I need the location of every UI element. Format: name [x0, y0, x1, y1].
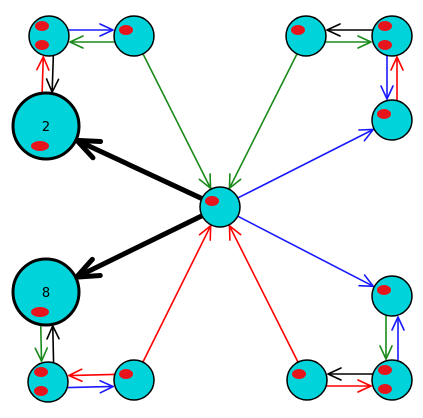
- arrow-tr_c-to-tr_b: [390, 56, 404, 101]
- arrow-tl_big-to-tl_a: [36, 56, 50, 94]
- token-bl_b-1: [119, 369, 133, 379]
- token-bl_big-1: [31, 307, 49, 317]
- node-tr_b[interactable]: [371, 15, 413, 57]
- token-tr_a-1: [291, 25, 305, 35]
- token-tl_big-1: [31, 141, 49, 151]
- arrow-tl_b-to-tl_a: [69, 35, 115, 49]
- arrow-tr_b-to-tr_c: [380, 55, 394, 100]
- node-tr_a[interactable]: [285, 15, 327, 57]
- arrow-tr_b-to-tr_a: [326, 23, 373, 37]
- node-bl_big[interactable]: 8: [11, 257, 81, 327]
- token-bl_a-2: [34, 386, 48, 396]
- arrow-center-to-tl_big: [74, 137, 205, 202]
- node-tr_c[interactable]: [371, 99, 413, 141]
- arrow-bl_b-to-center: [142, 225, 212, 363]
- arrow-br_c-to-center: [228, 224, 299, 363]
- token-tr_b-2: [378, 40, 392, 50]
- arrow-tl_a-to-tl_b: [68, 23, 114, 37]
- node-bl_b[interactable]: [113, 359, 155, 401]
- token-tr_b-1: [378, 21, 392, 31]
- node-br_b[interactable]: [371, 359, 413, 401]
- node-tl_big[interactable]: 2: [11, 91, 81, 161]
- token-br_c-1: [292, 369, 306, 379]
- arrow-br_a-to-br_b: [379, 315, 393, 360]
- node-br_c[interactable]: [286, 359, 328, 401]
- arrow-br_b-to-br_a: [391, 316, 405, 361]
- node-bl_a[interactable]: [27, 361, 69, 403]
- node-br_a[interactable]: [371, 275, 413, 317]
- token-tl_a-2: [35, 40, 49, 50]
- node-tl_b[interactable]: [113, 15, 155, 57]
- token-tl_b-1: [119, 25, 133, 35]
- arrow-center-to-tr_c: [237, 128, 375, 199]
- node-label-tl_big: 2: [42, 120, 50, 135]
- arrow-bl_a-to-bl_big: [46, 325, 60, 363]
- node-label-bl_big: 8: [42, 286, 50, 301]
- token-br_a-1: [377, 285, 391, 295]
- arrow-br_b-to-br_c: [327, 367, 373, 381]
- node-center[interactable]: [199, 186, 241, 228]
- arrow-tr_a-to-center: [228, 53, 298, 190]
- arrow-center-to-bl_big: [74, 213, 205, 280]
- token-center-1: [205, 196, 219, 206]
- arrow-bl_big-to-bl_a: [34, 324, 49, 362]
- token-bl_a-1: [34, 367, 48, 377]
- arrow-bl_a-to-bl_b: [67, 379, 114, 394]
- token-tr_c-1: [377, 109, 391, 119]
- arrow-tl_b-to-center: [142, 53, 212, 190]
- node-tl_a[interactable]: [28, 15, 70, 57]
- arrow-bl_b-to-bl_a: [68, 368, 115, 383]
- arrow-br_c-to-br_b: [326, 379, 372, 393]
- arrow-tr_a-to-tr_b: [325, 35, 372, 49]
- arrow-center-to-br_a: [236, 215, 375, 288]
- token-tl_a-1: [35, 21, 49, 31]
- token-br_b-1: [378, 365, 392, 375]
- nodes-layer: 28: [11, 15, 413, 403]
- arrow-tl_a-to-tl_big: [45, 55, 60, 93]
- token-br_b-2: [378, 384, 392, 394]
